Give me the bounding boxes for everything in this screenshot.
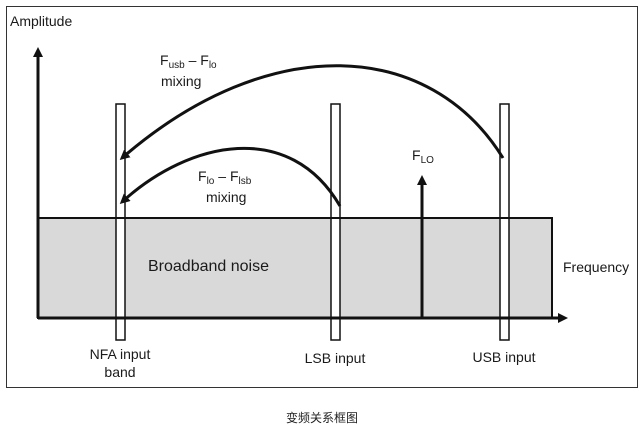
- usb-mixing-word: mixing: [161, 73, 201, 89]
- x-axis-label: Frequency: [563, 259, 629, 275]
- usb-mixing-arc: [119, 64, 505, 160]
- lsb-mixing-formula: Flo – Flsb: [198, 168, 252, 187]
- lsb-input-bar: [330, 103, 341, 341]
- nfa-input-label-line1: NFA input: [90, 346, 151, 362]
- lsb-mixing-word: mixing: [206, 189, 246, 205]
- lsb-input-label: LSB input: [305, 350, 366, 366]
- y-axis-label: Amplitude: [10, 13, 72, 29]
- usb-input-bar: [499, 103, 510, 341]
- nfa-input-label-line2: band: [104, 364, 135, 380]
- noise-label: Broadband noise: [148, 258, 269, 275]
- figure-frame: [6, 6, 638, 388]
- broadband-noise-block: [37, 217, 553, 319]
- figure-caption: 变频关系框图: [285, 411, 358, 425]
- lsb-mixing-arc: [119, 147, 342, 207]
- nfa-input-band-bar: [115, 103, 126, 341]
- flo-label: FLO: [412, 147, 434, 166]
- usb-mixing-formula: Fusb – Flo: [160, 52, 217, 71]
- usb-input-label: USB input: [472, 349, 535, 365]
